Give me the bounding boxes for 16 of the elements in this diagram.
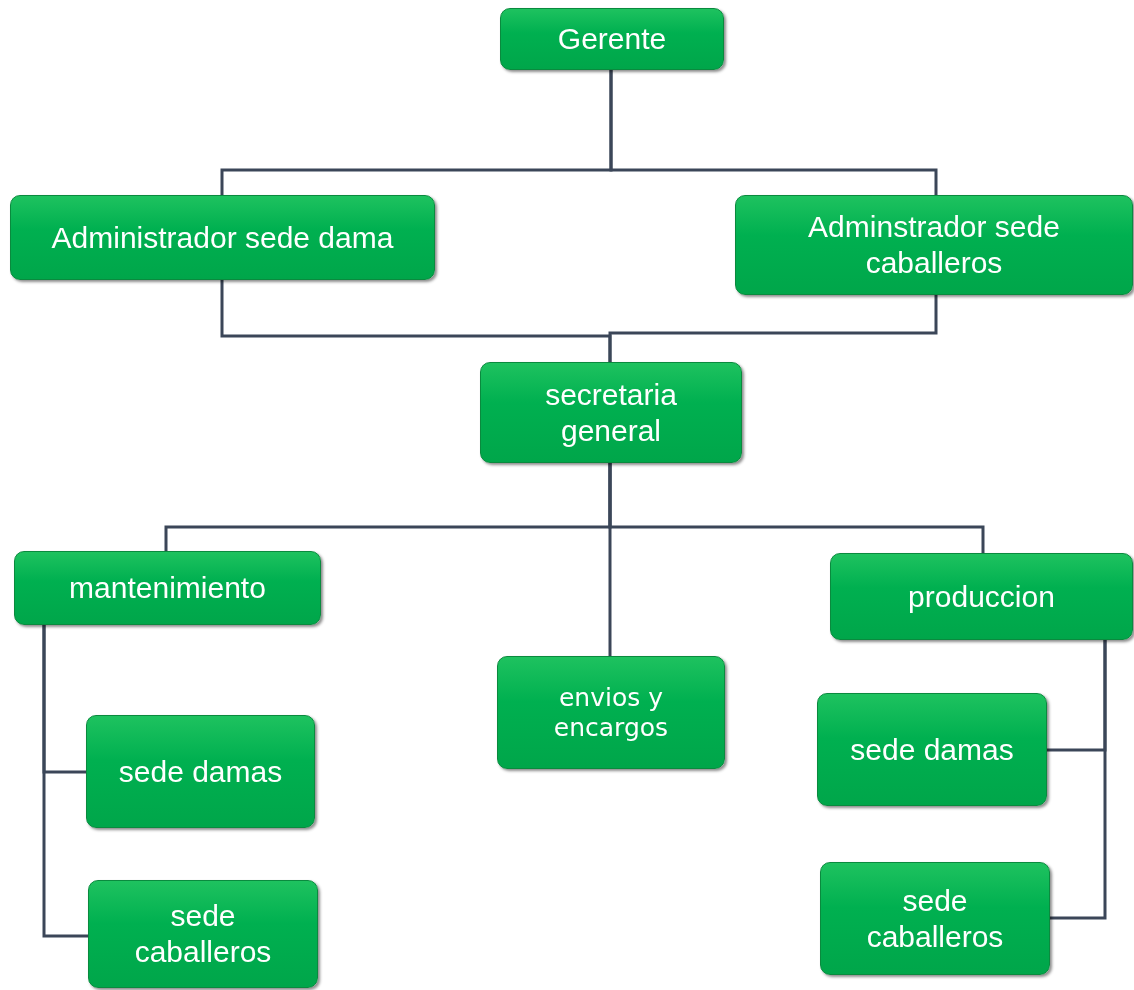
role-box: Adminstrador sede caballeros [735,195,1133,295]
connector-line [608,295,938,362]
connector-line [42,625,88,938]
role-box: secretaria general [480,362,742,463]
role-box: Gerente [500,8,724,70]
role-box: sede caballeros [820,862,1050,975]
role-box: Administrador sede dama [10,195,435,280]
role-box: envios y encargos [497,656,725,769]
role-box: mantenimiento [14,551,321,625]
connector-line [609,70,938,195]
role-box: produccion [830,553,1133,640]
connector-line [1050,640,1107,920]
role-box: sede caballeros [88,880,318,988]
role-box: sede damas [86,715,315,828]
role-box: sede damas [817,693,1047,806]
connector-line [608,463,985,553]
